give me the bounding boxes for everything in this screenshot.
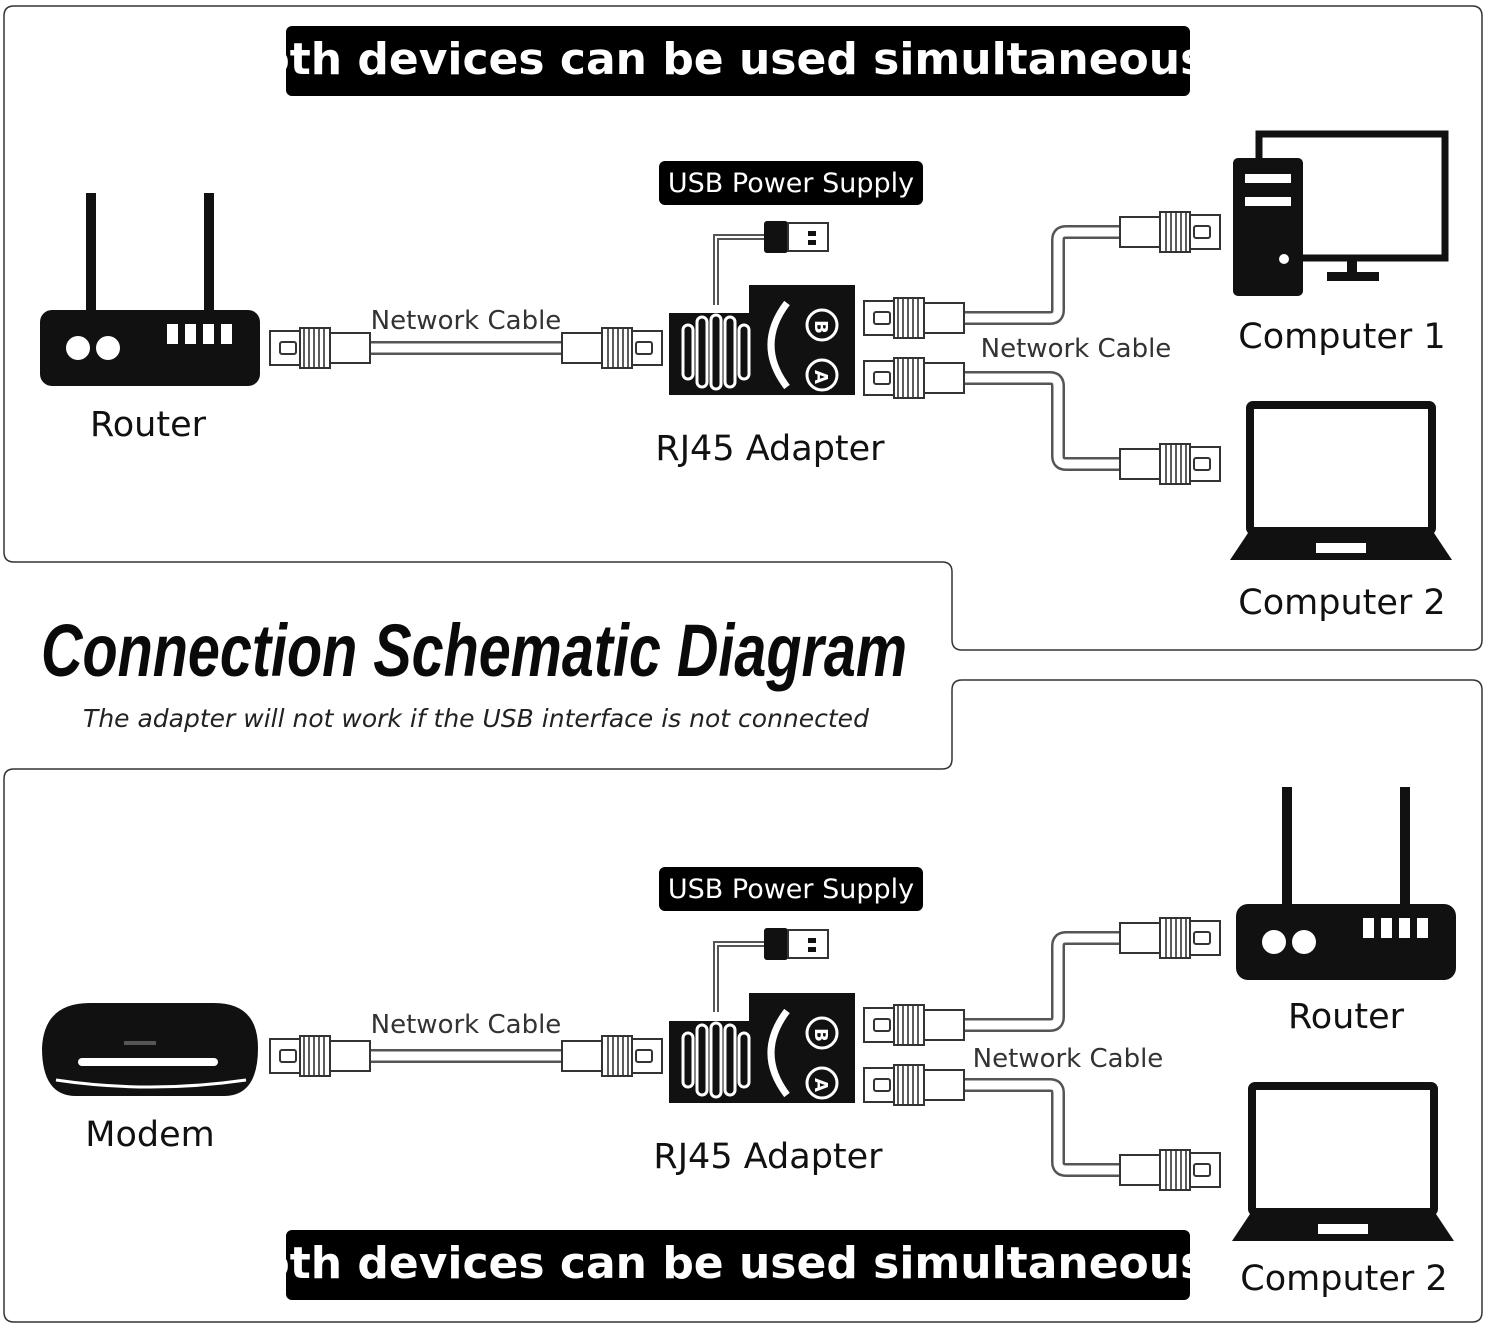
top-source-label: Router: [90, 405, 207, 445]
diagram-subtitle: The adapter will not work if the USB int…: [83, 704, 869, 733]
rj45-plug-icon: [864, 1005, 964, 1045]
top-left-cable: [270, 327, 663, 369]
bottom-port-a-label: A: [810, 1078, 831, 1092]
bottom-cable-label-left: Network Cable: [371, 1010, 562, 1040]
top-target-1-label: Computer 1: [1238, 317, 1445, 357]
bottom-panel-border: [3, 679, 1483, 1323]
laptop-icon: [1230, 405, 1452, 560]
desktop-computer-icon: [1233, 130, 1449, 296]
rj45-plug-icon: [561, 1035, 663, 1077]
bottom-port-b-label: B: [810, 1028, 831, 1042]
rj45-plug-icon: [1119, 917, 1221, 959]
top-usb-label: USB Power Supply: [659, 161, 923, 205]
top-port-b-label: B: [810, 320, 831, 334]
bottom-usb-cable: [713, 927, 829, 1012]
usb-plug-icon: [763, 220, 829, 254]
diagram-title: Connection Schematic Diagram: [41, 609, 907, 692]
rj45-plug-icon: [1119, 211, 1221, 253]
top-usb-cable: [713, 220, 829, 305]
bottom-left-cable: [270, 1035, 663, 1077]
top-cable-label-right: Network Cable: [981, 334, 1172, 364]
modem-icon: [42, 1003, 258, 1096]
bottom-cable-label-right: Network Cable: [973, 1044, 1164, 1074]
bottom-banner-text: Both devices can be used simultaneously: [226, 1238, 1250, 1289]
rj45-plug-icon: [1119, 443, 1221, 485]
usb-plug-icon: [763, 927, 829, 961]
rj45-plug-icon: [270, 328, 370, 368]
rj45-plug-icon: [1119, 1149, 1221, 1191]
rj45-plug-icon: [864, 298, 964, 338]
top-right-cable-1: [864, 211, 1221, 338]
rj45-plug-icon: [270, 1036, 370, 1076]
top-target-2-label: Computer 2: [1238, 583, 1445, 623]
bottom-banner: Both devices can be used simultaneously: [226, 1230, 1250, 1300]
top-port-a-label: A: [810, 370, 831, 384]
rj45-plug-icon: [864, 358, 964, 398]
rj45-plug-icon: [561, 327, 663, 369]
top-banner-text: Both devices can be used simultaneously: [226, 34, 1250, 85]
bottom-target-2-label: Computer 2: [1240, 1259, 1447, 1299]
bottom-usb-label-text: USB Power Supply: [668, 874, 914, 905]
top-right-cable-2: [864, 358, 1221, 485]
rj45-plug-icon: [864, 1065, 964, 1105]
bottom-adapter-label: RJ45 Adapter: [653, 1137, 883, 1177]
bottom-right-cable-2: [864, 1065, 1221, 1191]
top-usb-label-text: USB Power Supply: [668, 168, 914, 199]
bottom-right-cable-1: [864, 917, 1221, 1045]
top-cable-label-left: Network Cable: [371, 306, 562, 336]
laptop-icon: [1232, 1086, 1454, 1241]
bottom-usb-label: USB Power Supply: [659, 867, 923, 911]
bottom-target-1-label: Router: [1288, 997, 1405, 1037]
bottom-source-label: Modem: [85, 1115, 214, 1155]
top-adapter-label: RJ45 Adapter: [655, 429, 885, 469]
top-banner: Both devices can be used simultaneously: [226, 26, 1250, 96]
